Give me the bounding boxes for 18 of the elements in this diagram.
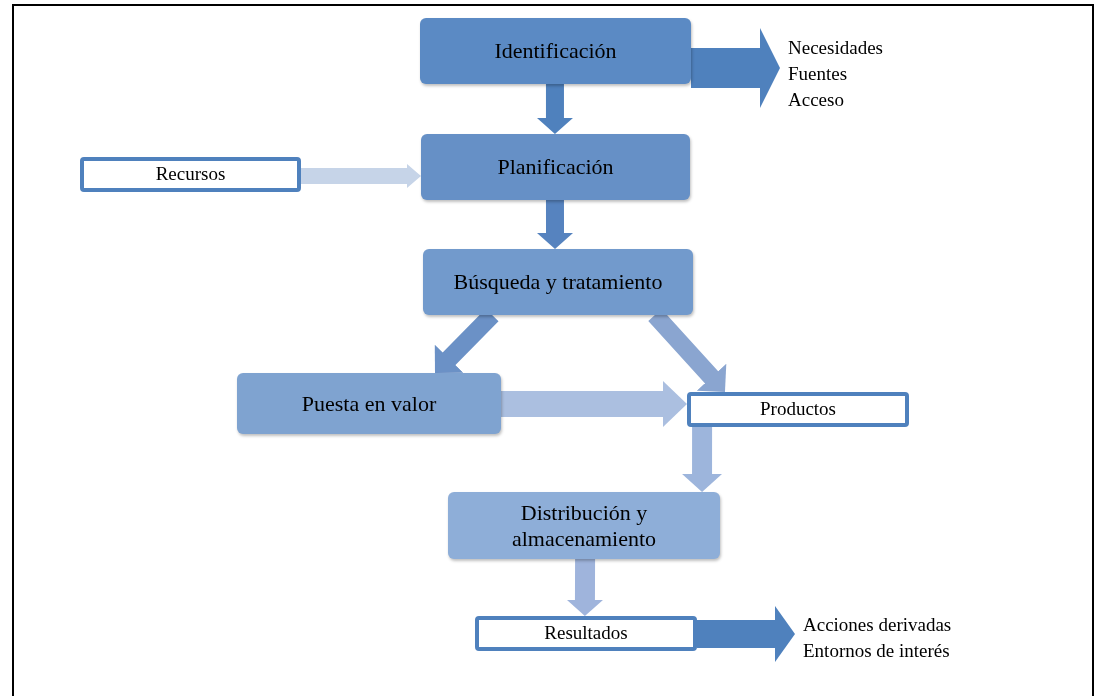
block-arrow (300, 164, 421, 188)
process-box: Puesta en valor (237, 373, 501, 434)
output-box: Productos (687, 392, 909, 427)
block-arrow (566, 558, 603, 617)
output-box: Resultados (475, 616, 697, 651)
block-arrow (697, 606, 795, 663)
block-arrow (691, 28, 780, 108)
block-arrow (682, 426, 723, 492)
text-list: Acciones derivadas Entornos de interés (795, 610, 995, 666)
block-arrow (501, 381, 688, 427)
process-box: Planificación (421, 134, 690, 200)
text-list: Necesidades Fuentes Acceso (780, 34, 920, 114)
process-box: Distribución y almacenamiento (448, 492, 720, 559)
process-box: Identificación (420, 18, 691, 84)
process-box: Búsqueda y tratamiento (423, 249, 693, 315)
input-box: Recursos (80, 157, 301, 192)
block-arrow (536, 84, 573, 134)
block-arrow (537, 199, 573, 249)
